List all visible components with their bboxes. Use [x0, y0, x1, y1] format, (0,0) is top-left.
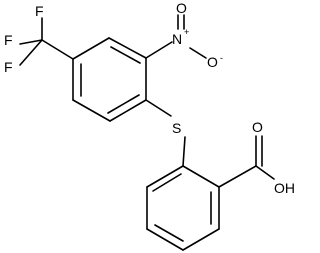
carboxyl-hydroxyl-label: OH	[274, 180, 295, 196]
lower-ring-bond	[182, 228, 220, 251]
lower-ring-bond	[146, 165, 184, 188]
ring-to-nitro-bond	[145, 41, 173, 59]
upper-ring-bond	[72, 99, 111, 122]
upper-ring-bond	[72, 37, 110, 60]
nitro-oxygen-label-right: O	[207, 54, 218, 70]
bonds	[19, 14, 275, 251]
nitro-to-right-oxygen-bond	[189, 47, 207, 59]
carboxyl-hydroxyl-bond	[255, 165, 275, 180]
chemical-structure-diagram: F F F N + O O - S O OH	[4, 0, 295, 251]
c-f-bottom-bond	[19, 39, 43, 66]
cf3-to-ring-bond	[41, 39, 74, 60]
nitrogen-label: N	[172, 31, 182, 47]
sulfur-label: S	[172, 120, 181, 136]
fluorine-label-bottom: F	[4, 59, 13, 75]
ring-to-sulfur-bond	[145, 99, 172, 117]
upper-ring-bond	[108, 37, 147, 59]
fluorine-label-top: F	[35, 3, 44, 19]
lower-ring-bond	[146, 228, 184, 251]
c-f-left-bond	[19, 39, 43, 45]
upper-ring-double-bond	[107, 94, 140, 114]
carboxyl-oxygen-label: O	[252, 119, 263, 135]
sulfur-to-lower-ring-bond	[182, 136, 186, 167]
lower-ring-double-bond	[154, 224, 184, 242]
lower-ring-bond	[182, 165, 220, 188]
nitro-oxygen-label-top: O	[176, 0, 187, 16]
oxygen-charge: -	[220, 53, 223, 63]
fluorine-label-left: F	[4, 32, 13, 48]
atom-labels: F F F N + O O - S O OH	[4, 0, 295, 196]
lower-ring-double-bond	[152, 173, 182, 192]
nitrogen-charge: +	[184, 27, 189, 37]
ring-to-carboxyl-bond	[218, 165, 257, 188]
upper-ring-bond	[109, 99, 147, 122]
upper-ring-double-bond	[110, 46, 141, 64]
